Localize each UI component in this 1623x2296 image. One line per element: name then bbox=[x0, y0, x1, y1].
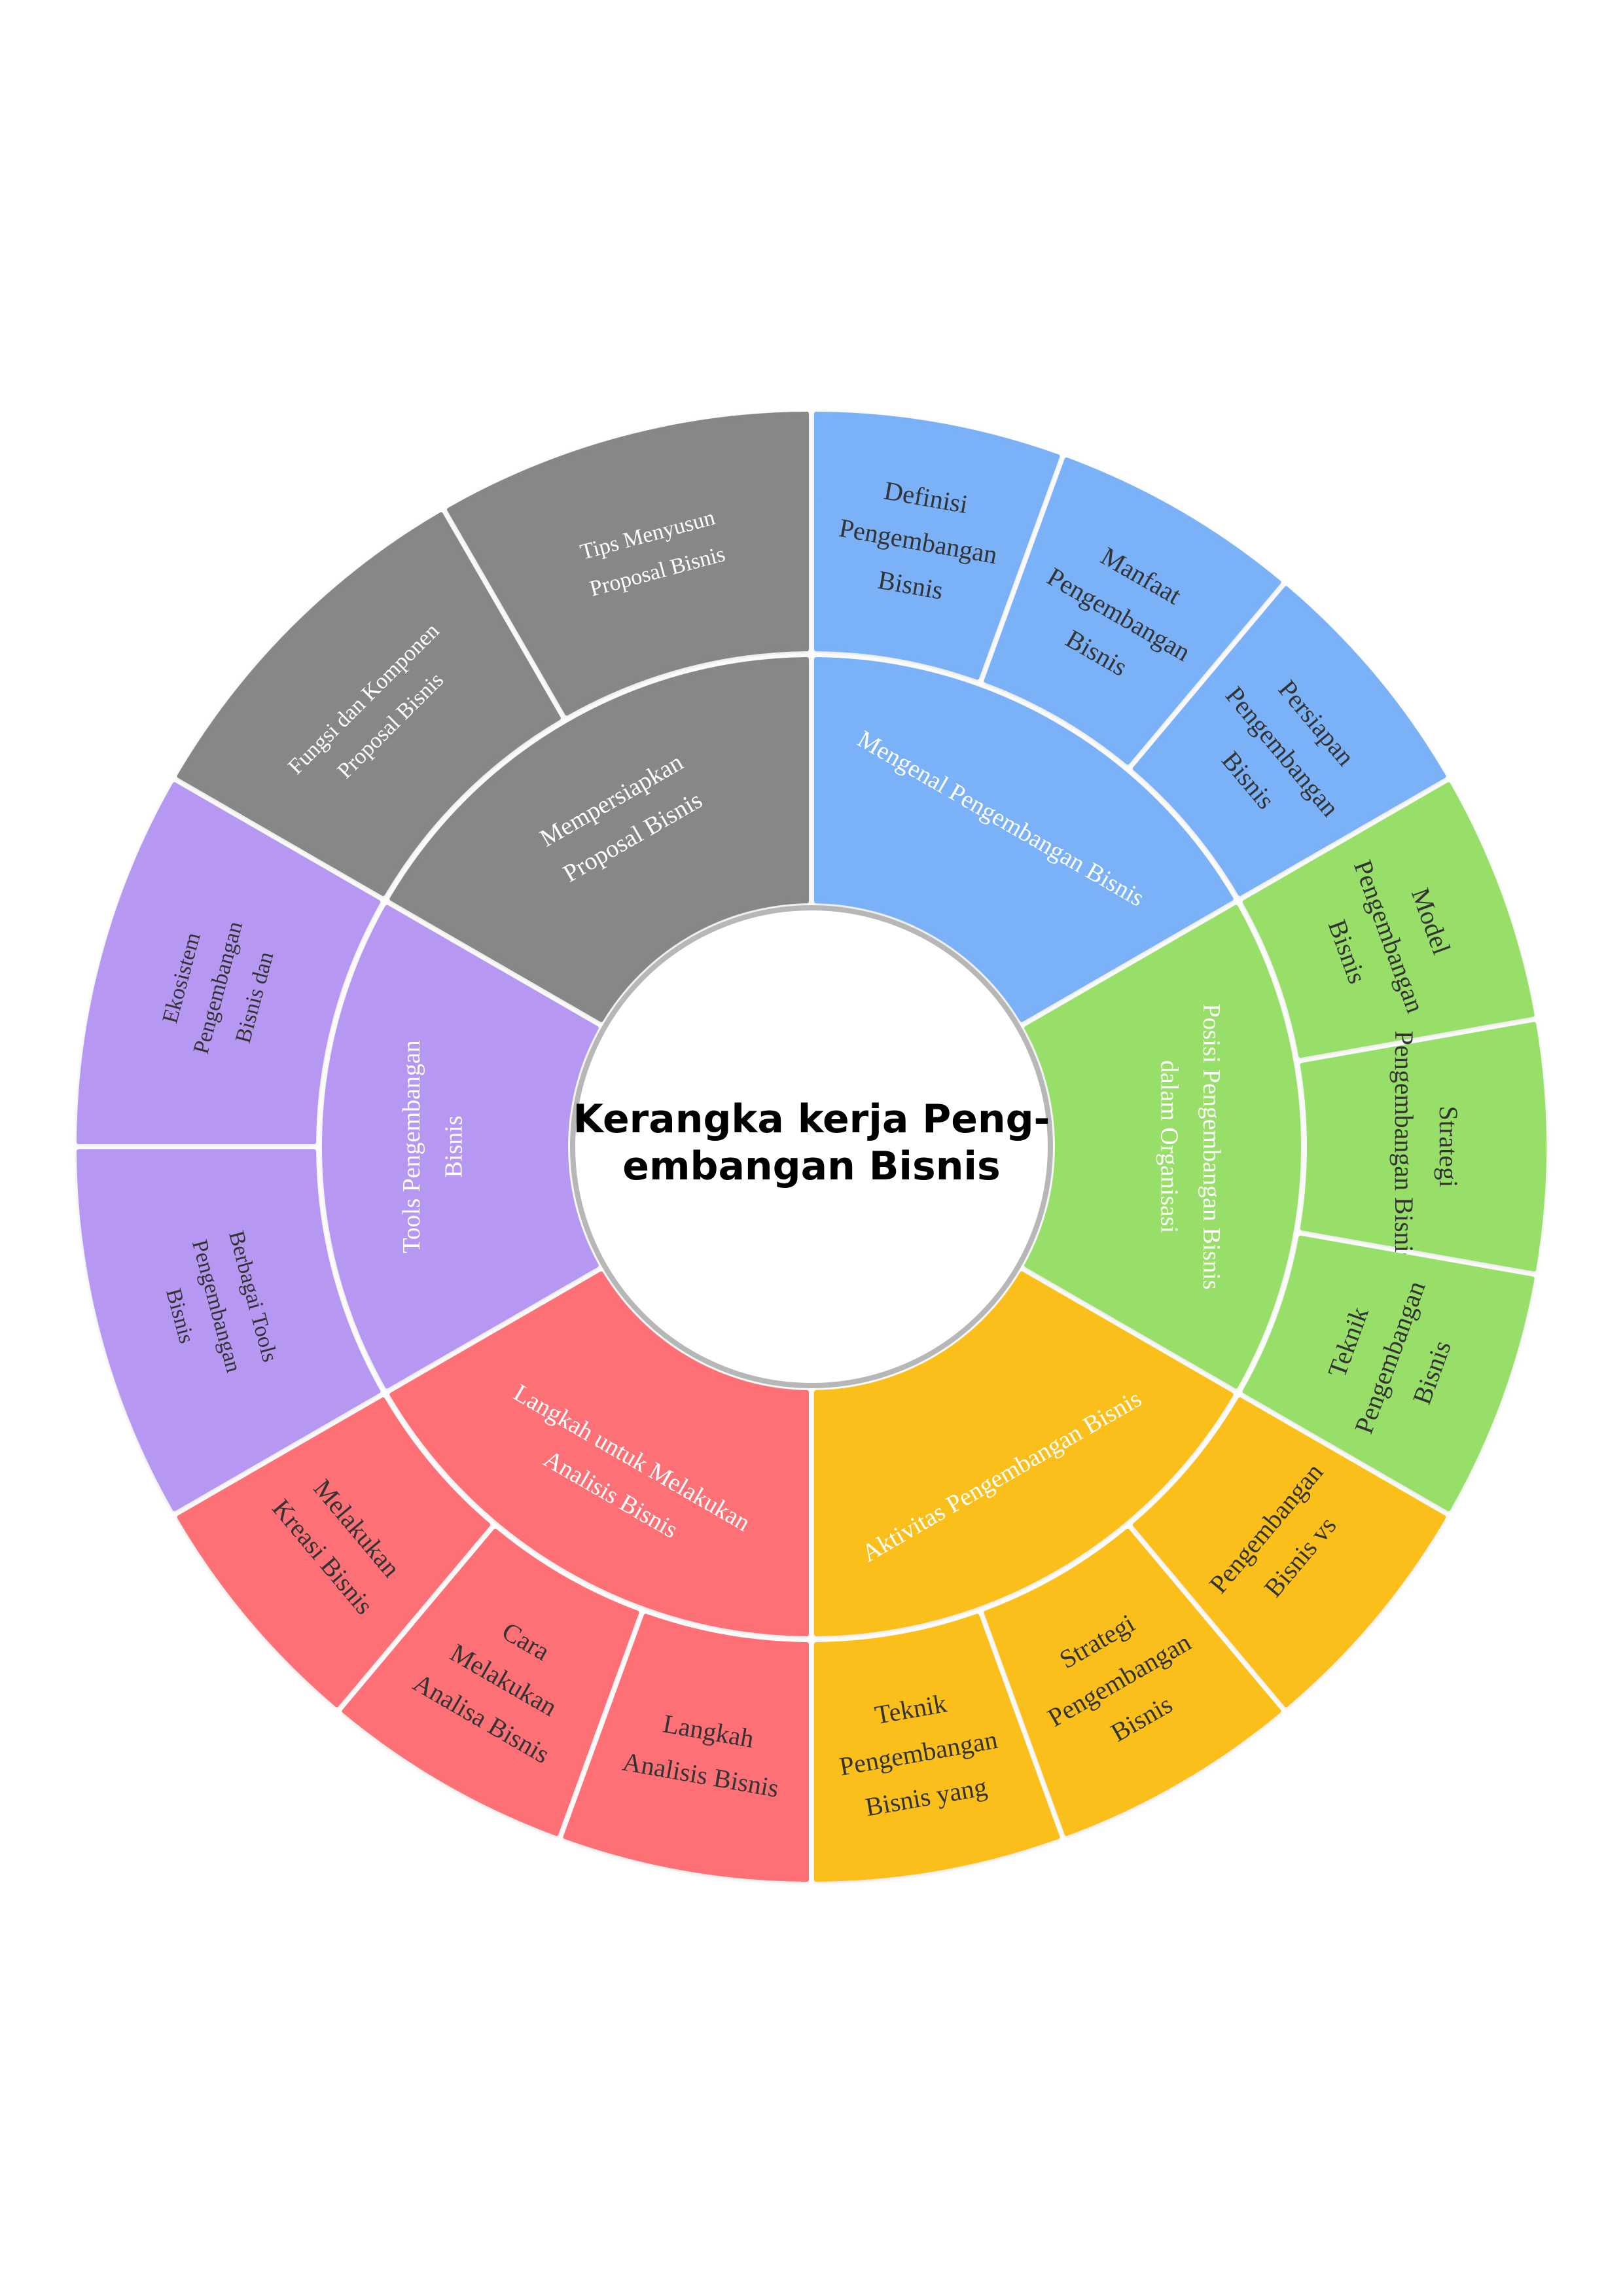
subtopic-wedge[interactable] bbox=[177, 512, 561, 896]
main-topic-wedge[interactable] bbox=[1024, 905, 1301, 1389]
center-circle bbox=[570, 905, 1053, 1388]
subtopic-wedge[interactable] bbox=[1132, 586, 1446, 896]
center-title-line: embangan Bisnis bbox=[622, 1143, 1000, 1189]
main-topic-label-line: Bisnis bbox=[440, 1115, 468, 1177]
subtopic-wedge[interactable] bbox=[1132, 1397, 1446, 1708]
main-topic-wedge[interactable] bbox=[814, 657, 1234, 1022]
subtopic-wedge[interactable] bbox=[342, 1528, 639, 1837]
subtopic-wedge[interactable] bbox=[1300, 1022, 1547, 1272]
topic-group-mengenal-pengembangan-bisnis: Mengenal Pengembangan BisnisDefinisiPeng… bbox=[814, 412, 1446, 1022]
subtopic-wedge[interactable] bbox=[814, 412, 1060, 680]
center-title: Kerangka kerja Peng-embangan Bisnis bbox=[573, 1096, 1050, 1189]
main-topic-label: Tools Pengembangan Bisnis bbox=[398, 1040, 468, 1253]
subtopic-wedge[interactable] bbox=[1242, 1235, 1535, 1511]
subtopic-wedge[interactable] bbox=[984, 1528, 1281, 1837]
main-topic-wedge[interactable] bbox=[389, 657, 809, 1022]
subtopic-wedge[interactable] bbox=[77, 782, 381, 1144]
main-topic-label-line: dalam Organisasi bbox=[1155, 1060, 1183, 1233]
subtopic-wedge[interactable] bbox=[177, 1397, 491, 1708]
subtopic-wedge[interactable] bbox=[447, 412, 809, 716]
subtopic-label-line: Strategi bbox=[1434, 1106, 1463, 1187]
center-title-line: Kerangka kerja Peng- bbox=[573, 1096, 1050, 1142]
subtopic-wedge[interactable] bbox=[814, 1613, 1060, 1882]
topic-group-langkah-untuk-melakukan-analisis-bisnis: Langkah untuk MelakukanAnalisis BisnisLa… bbox=[177, 1271, 809, 1882]
main-topic-label-line: Tools Pengembangan bbox=[398, 1040, 425, 1253]
main-topic-wedge[interactable] bbox=[322, 905, 599, 1389]
subtopic-wedge[interactable] bbox=[984, 457, 1281, 765]
subtopic-wedge[interactable] bbox=[563, 1613, 809, 1882]
subtopic-wedge[interactable] bbox=[1242, 782, 1535, 1058]
main-topic-wedge[interactable] bbox=[389, 1271, 809, 1636]
main-topic-label: Posisi Pengembangan Bisnis dalam Organisa… bbox=[1155, 1003, 1225, 1289]
subtopic-label-line: Pengembangan Bisnis bbox=[1389, 1031, 1419, 1263]
main-topic-wedge[interactable] bbox=[814, 1271, 1234, 1636]
subtopic-label: Strategi Pengembangan Bisnis bbox=[1389, 1031, 1463, 1263]
topic-group-posisi-pengembangan-bisnis-dalam-organisasi: Posisi Pengembangan Bisnis dalam Organisa… bbox=[1024, 782, 1547, 1511]
subtopic-wedge[interactable] bbox=[77, 1149, 381, 1511]
main-topic-label-line: Posisi Pengembangan Bisnis bbox=[1198, 1003, 1225, 1289]
